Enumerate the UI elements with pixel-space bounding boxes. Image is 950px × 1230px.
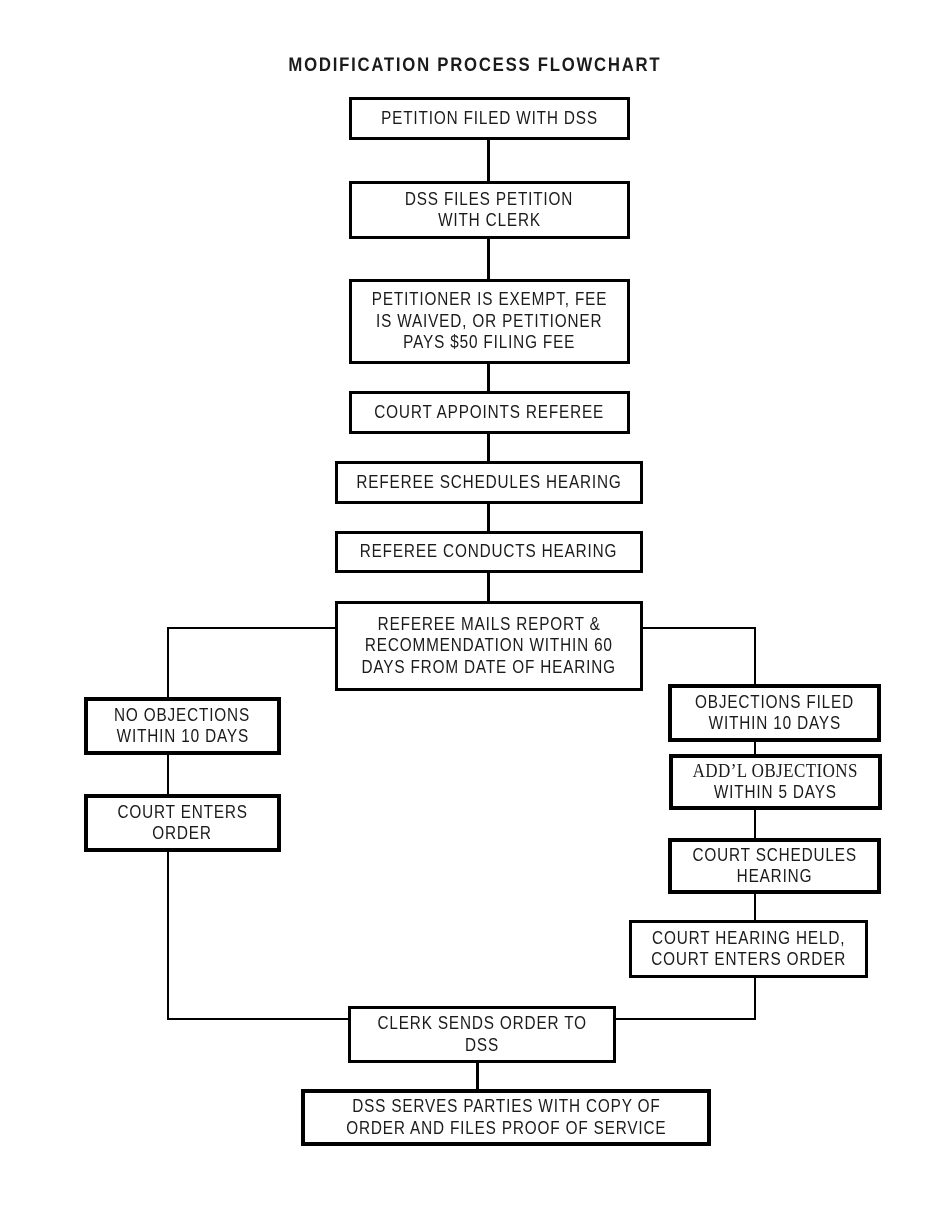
node-line: COURT HEARING HELD,	[651, 927, 846, 948]
node-line: IS WAIVED, OR PETITIONER	[376, 310, 603, 331]
node-referee-schedules-hearing: REFEREE SCHEDULES HEARING	[335, 461, 643, 504]
node-clerk-sends-order: CLERK SENDS ORDER TO DSS	[348, 1006, 616, 1063]
node-line: COURT ENTERS ORDER	[651, 949, 846, 969]
node-filing-fee: PETITIONER IS EXEMPT, FEE IS WAIVED, OR …	[349, 279, 630, 364]
node-court-appoints-referee: COURT APPOINTS REFEREE	[349, 391, 630, 434]
connector-right-merge-horizontal	[614, 1018, 756, 1020]
node-line: RECOMMENDATION WITHIN 60	[365, 635, 613, 656]
node-line: WITHIN 5 DAYS	[714, 782, 837, 802]
connector-left-branch-down	[167, 627, 169, 698]
node-line: COURT APPOINTS REFEREE	[374, 401, 605, 422]
node-line: REFEREE MAILS REPORT &	[377, 613, 601, 634]
node-line: ORDER AND FILES PROOF OF SERVICE	[345, 1117, 667, 1138]
node-referee-mails-report: REFEREE MAILS REPORT & RECOMMENDATION WI…	[335, 601, 643, 691]
connector-right-branch-down	[754, 627, 756, 685]
node-line: REFEREE SCHEDULES HEARING	[356, 471, 622, 492]
node-objections-filed: OBJECTIONS FILED WITHIN 10 DAYS	[668, 684, 881, 742]
node-line: COURT SCHEDULES	[692, 844, 857, 865]
connector-hearingheld-down	[754, 977, 756, 1020]
node-line: REFEREE CONDUCTS HEARING	[360, 541, 618, 562]
page-title-text: MODIFICATION PROCESS FLOWCHART	[288, 55, 662, 76]
connector-dssfiles-to-fee	[487, 238, 490, 280]
node-line: WITH CLERK	[438, 210, 541, 230]
node-line: NO OBJECTIONS	[114, 704, 251, 725]
connector-conducts-to-mails	[487, 572, 490, 602]
connector-objections-to-addl	[754, 741, 756, 755]
node-no-objections: NO OBJECTIONS WITHIN 10 DAYS	[84, 697, 281, 755]
node-line: DSS	[464, 1034, 499, 1055]
connector-addl-to-courtschedules	[754, 809, 756, 839]
connector-right-branch-horizontal	[641, 627, 756, 629]
connector-left-branch-horizontal	[167, 627, 337, 629]
node-line: PAYS $50 FILING FEE	[403, 332, 576, 353]
connector-fee-to-appoints	[487, 363, 490, 392]
node-line: ADD’L OBJECTIONS	[692, 759, 859, 782]
connector-clerk-to-serves	[476, 1062, 479, 1090]
node-court-hearing-held: COURT HEARING HELD, COURT ENTERS ORDER	[629, 920, 868, 978]
node-line: OBJECTIONS FILED	[695, 691, 854, 712]
node-line: PETITIONER IS EXEMPT, FEE	[371, 289, 608, 310]
node-court-schedules-hearing: COURT SCHEDULES HEARING	[668, 838, 881, 894]
node-line: PETITION FILED WITH DSS	[381, 107, 598, 128]
connector-schedules-to-conducts	[487, 503, 490, 532]
node-referee-conducts-hearing: REFEREE CONDUCTS HEARING	[335, 531, 643, 573]
node-line: DSS FILES PETITION	[405, 188, 574, 209]
node-line: WITHIN 10 DAYS	[708, 713, 841, 733]
node-dss-files-petition: DSS FILES PETITION WITH CLERK	[349, 181, 630, 239]
node-line: WITHIN 10 DAYS	[116, 726, 249, 746]
node-line: DAYS FROM DATE OF HEARING	[361, 656, 617, 677]
node-petition-filed-with-dss: PETITION FILED WITH DSS	[349, 97, 630, 140]
node-addl-objections: ADD’L OBJECTIONS WITHIN 5 DAYS	[669, 754, 882, 810]
connector-entersorder-down	[167, 851, 169, 1020]
page-title: MODIFICATION PROCESS FLOWCHART	[0, 55, 950, 77]
node-court-enters-order: COURT ENTERS ORDER	[84, 794, 281, 852]
node-line: CLERK SENDS ORDER TO	[377, 1013, 587, 1033]
node-line: COURT ENTERS	[117, 801, 248, 822]
connector-noobjections-to-entersorder	[167, 754, 169, 795]
node-line: ORDER	[152, 823, 213, 843]
node-line: HEARING	[736, 866, 813, 886]
connector-courtschedules-to-hearingheld	[754, 893, 756, 921]
node-dss-serves-parties: DSS SERVES PARTIES WITH COPY OF ORDER AN…	[301, 1089, 711, 1146]
connector-petition-to-dssfiles	[487, 139, 490, 182]
node-line: DSS SERVES PARTIES WITH COPY OF	[351, 1096, 661, 1116]
connector-left-merge-horizontal	[167, 1018, 350, 1020]
connector-appoints-to-schedules	[487, 433, 490, 462]
